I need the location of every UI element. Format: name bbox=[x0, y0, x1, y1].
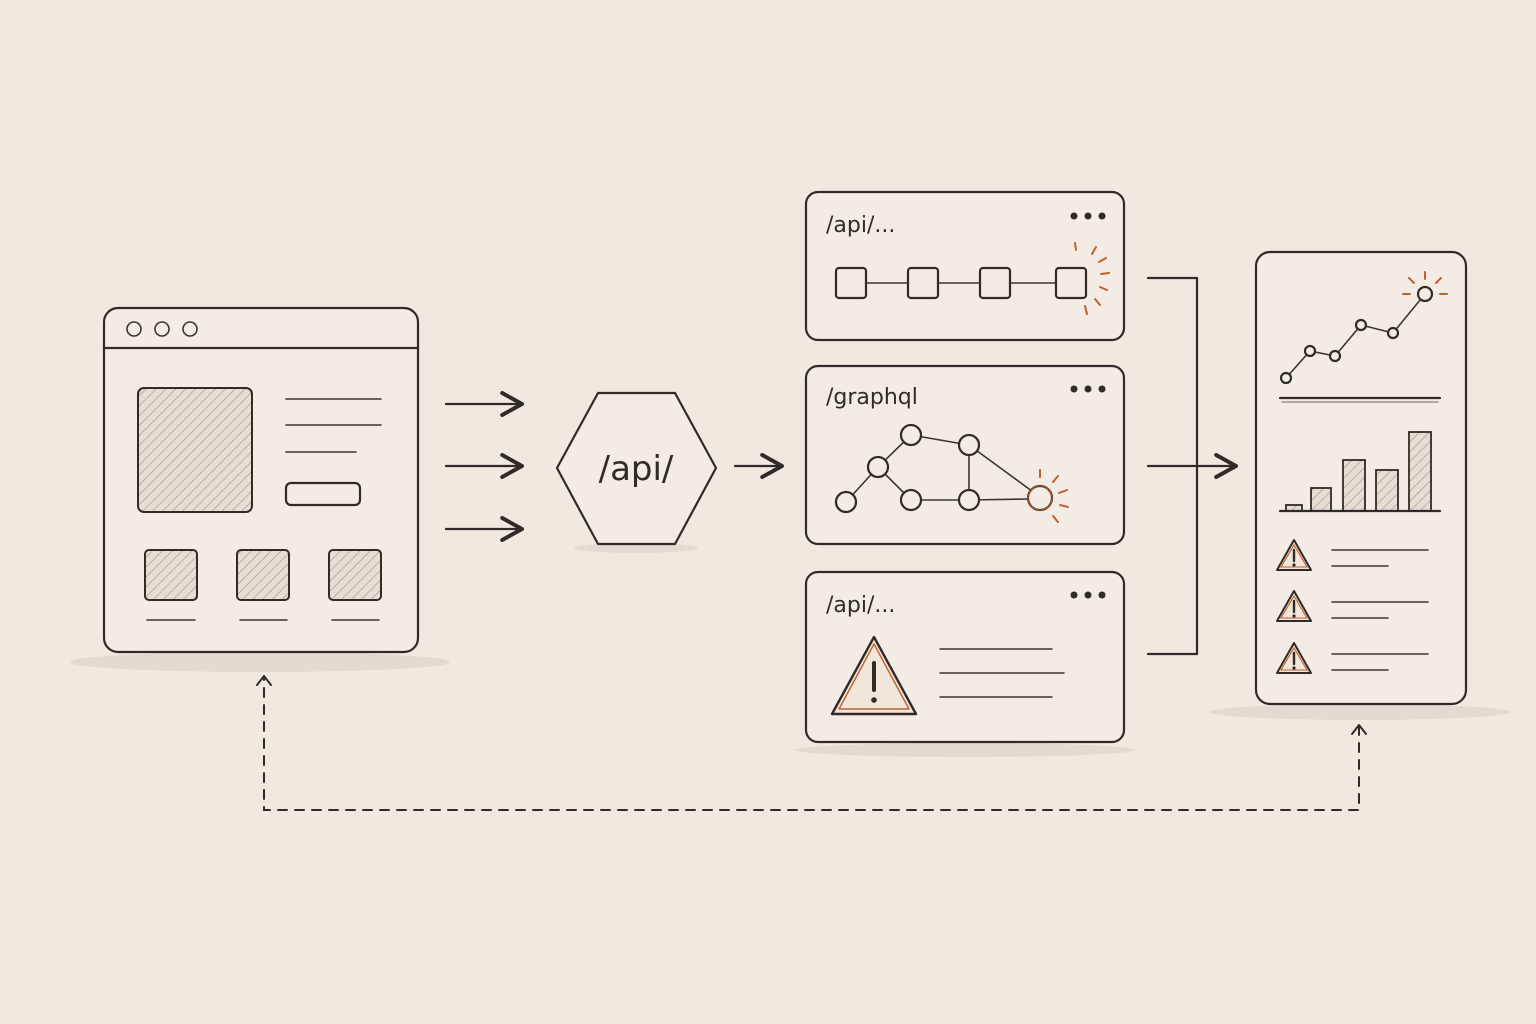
api-panel-1: /api/... bbox=[804, 190, 1126, 342]
warning-icon bbox=[1276, 590, 1312, 622]
card-thumbnails bbox=[144, 549, 382, 621]
feedback-loop-arrow bbox=[256, 675, 1367, 811]
warning-icon bbox=[1276, 539, 1312, 571]
more-dots-icon bbox=[1070, 591, 1106, 599]
highlight-burst-icon bbox=[1039, 469, 1069, 523]
text-lines bbox=[285, 398, 382, 453]
dashboard-device bbox=[1210, 250, 1510, 720]
cta-button-placeholder bbox=[284, 481, 362, 507]
alert-list bbox=[1276, 539, 1429, 674]
request-arrows bbox=[444, 391, 524, 542]
warning-icon bbox=[1276, 642, 1312, 674]
graph-network bbox=[834, 423, 1069, 523]
linear-node-chain bbox=[834, 242, 1110, 315]
more-dots-icon bbox=[1070, 385, 1106, 393]
text-lines bbox=[939, 648, 1065, 698]
more-dots-icon bbox=[1070, 212, 1106, 220]
bar-chart-icon bbox=[1278, 431, 1442, 513]
merge-connector bbox=[1146, 276, 1238, 656]
panel-label: /api/... bbox=[826, 213, 895, 238]
window-controls bbox=[126, 321, 198, 337]
panel-label: /api/... bbox=[826, 593, 895, 618]
panel-label: /graphql bbox=[826, 385, 918, 410]
highlight-burst-icon bbox=[1074, 242, 1110, 315]
api-panel-2: /api/... bbox=[795, 570, 1135, 757]
gateway-hexagon: /api/ bbox=[555, 391, 718, 553]
browser-window-icon bbox=[70, 306, 450, 672]
warning-icon bbox=[830, 635, 918, 716]
gateway-label: /api/ bbox=[599, 449, 674, 489]
line-chart-icon bbox=[1278, 271, 1448, 403]
hexagon-icon bbox=[555, 391, 718, 546]
graphql-panel: /graphql bbox=[804, 364, 1126, 546]
hero-image-placeholder bbox=[137, 387, 253, 513]
highlight-burst-icon bbox=[1402, 271, 1448, 295]
